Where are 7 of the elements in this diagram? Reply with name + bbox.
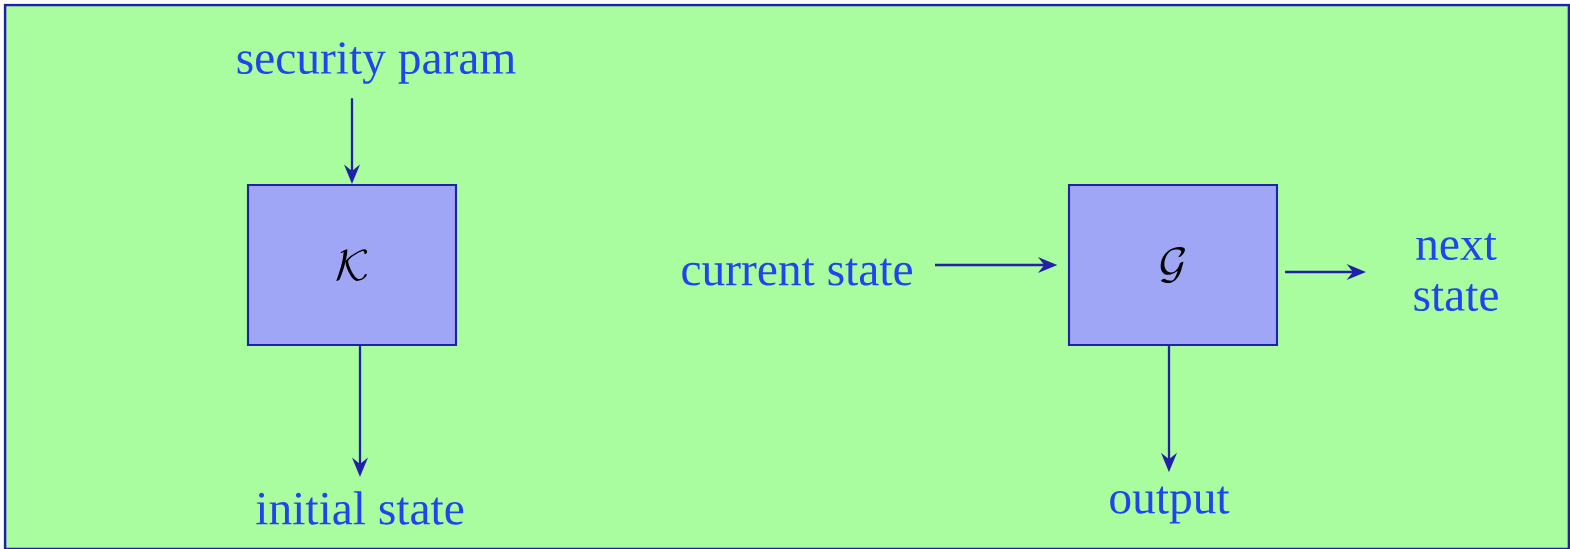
process-box: $\mathcal{K}$	[246, 183, 458, 347]
label-text: output	[1110, 486, 1230, 524]
label-text: initial state	[256, 491, 464, 525]
label-text: next state	[1414, 232, 1498, 312]
process-box: $\mathcal{G}$	[1067, 183, 1279, 347]
label-text: security param	[237, 42, 516, 84]
label-text: current state	[682, 258, 912, 286]
